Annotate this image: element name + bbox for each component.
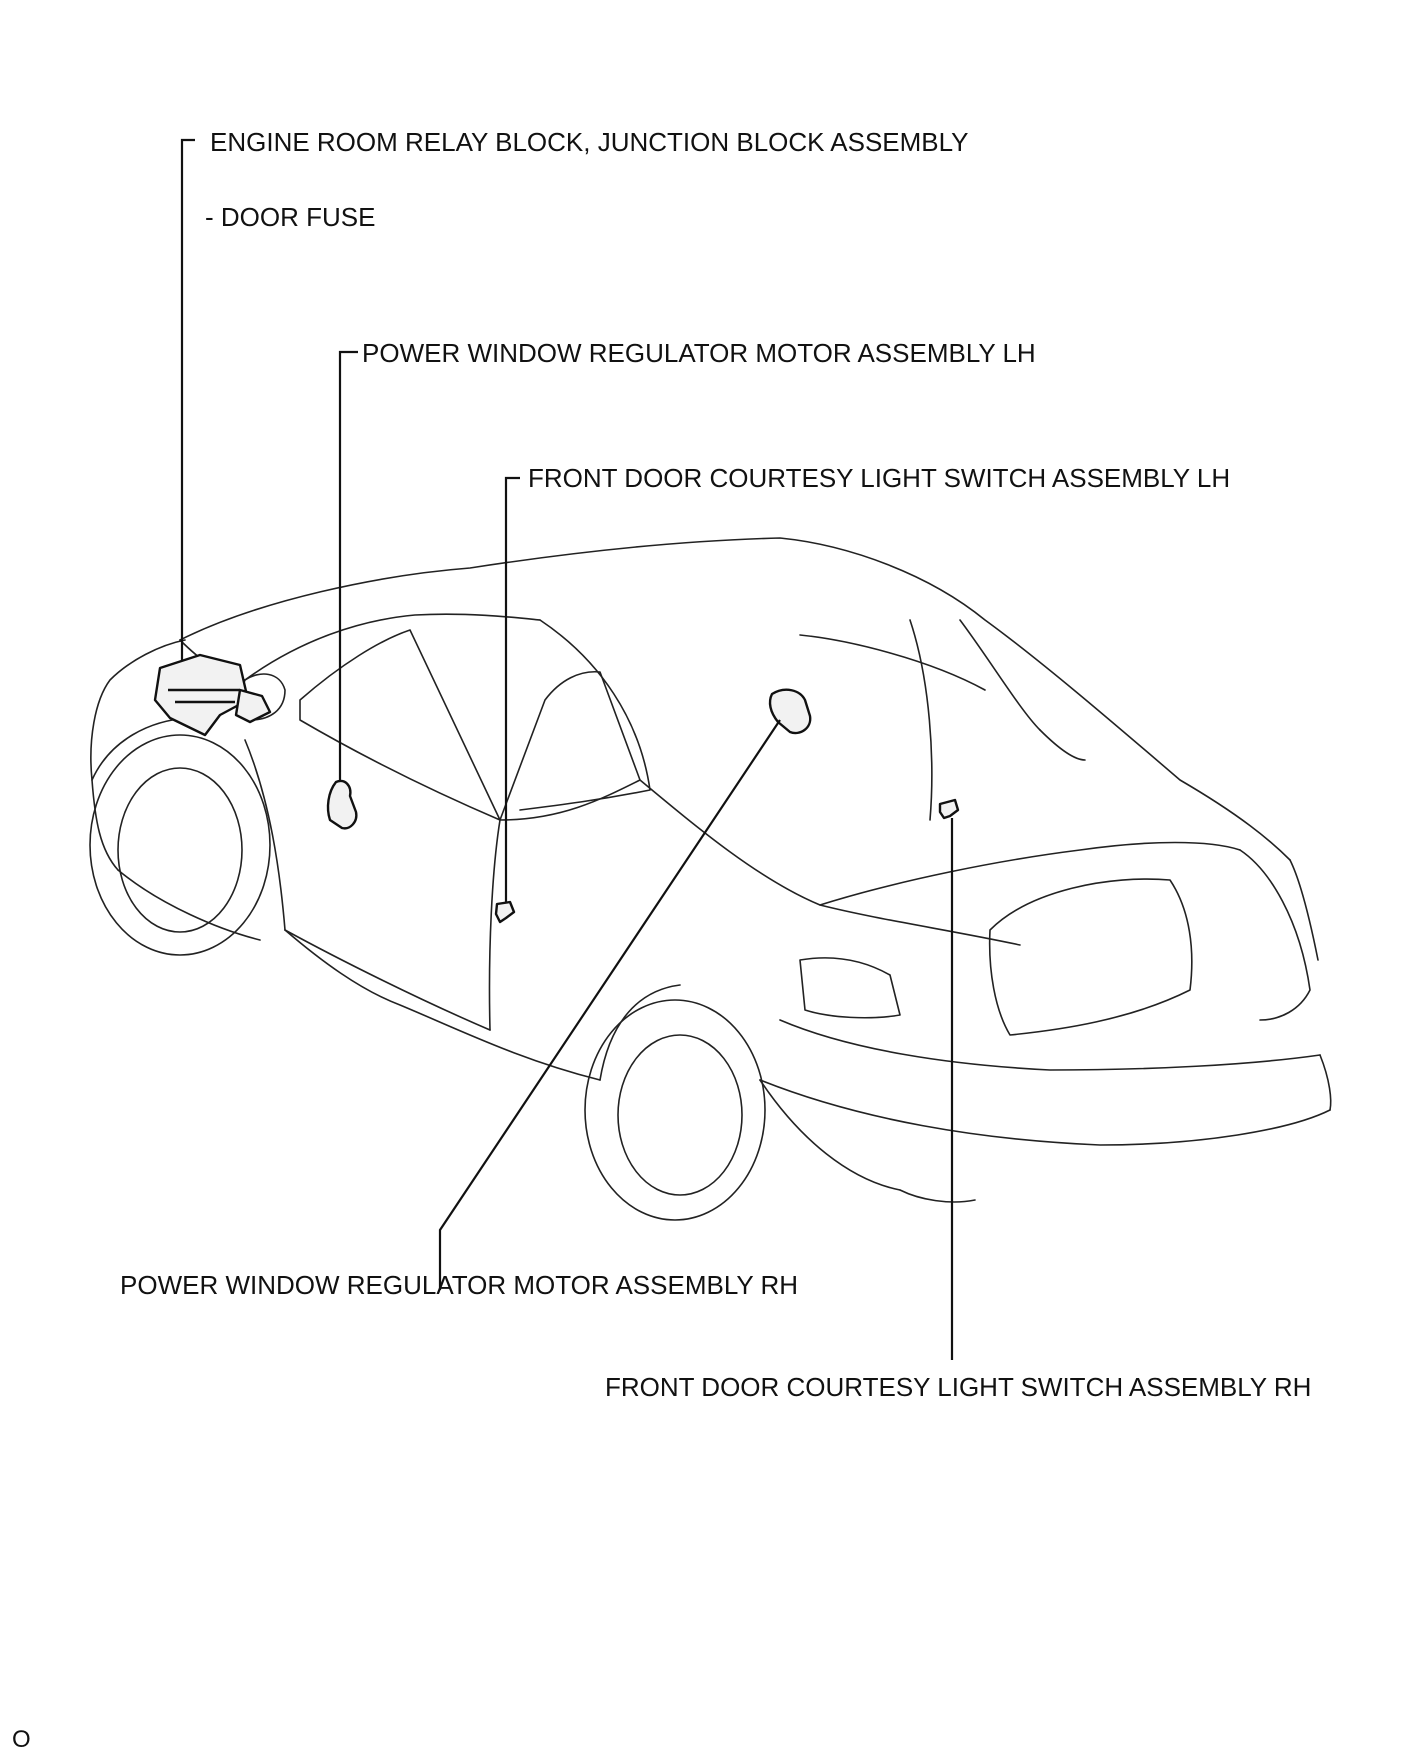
label-pw-motor-lh: POWER WINDOW REGULATOR MOTOR ASSEMBLY LH (362, 338, 1036, 368)
label-pw-motor-rh: POWER WINDOW REGULATOR MOTOR ASSEMBLY RH (120, 1270, 799, 1300)
pw-motor-lh-part (326, 779, 358, 830)
leader-courtesy-lh (504, 476, 520, 902)
leader-pw-motor-lh (338, 350, 358, 780)
courtesy-switch-rh-part (938, 798, 960, 820)
label-engine-room-relay-block: ENGINE ROOM RELAY BLOCK, JUNCTION BLOCK … (210, 127, 969, 157)
courtesy-switch-lh-part (494, 900, 516, 924)
leader-engine-room (180, 138, 195, 660)
vehicle-outline (89, 537, 1332, 1221)
corner-mark: O (12, 1726, 31, 1753)
leader-pw-motor-rh (438, 719, 781, 1290)
label-door-fuse: - DOOR FUSE (205, 202, 376, 232)
pw-motor-rh-part (768, 688, 812, 735)
label-courtesy-switch-lh: FRONT DOOR COURTESY LIGHT SWITCH ASSEMBL… (528, 463, 1231, 493)
label-courtesy-switch-rh: FRONT DOOR COURTESY LIGHT SWITCH ASSEMBL… (605, 1372, 1312, 1402)
relay-block-part (153, 653, 272, 737)
